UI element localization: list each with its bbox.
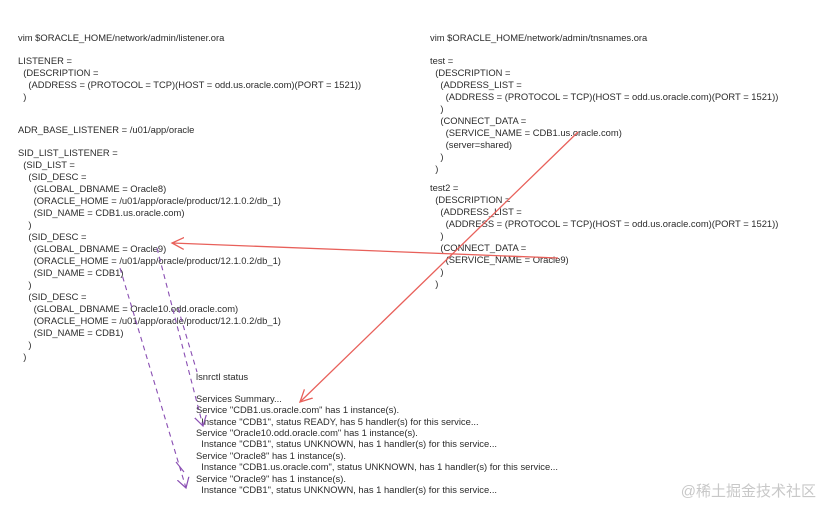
code-line: (ORACLE_HOME = /u01/app/oracle/product/1… [18,195,281,206]
code-line: ) [18,351,27,362]
code-line: (GLOBAL_DBNAME = Oracle8) [18,183,167,194]
code-line: ) [18,339,32,350]
code-line: ) [430,163,439,174]
listener-ora-command: vim $ORACLE_HOME/network/admin/listener.… [18,32,225,43]
code-line: (SID_DESC = [18,231,87,242]
status-line: Instance "CDB1.us.oracle.com", status UN… [196,461,558,472]
dashed-link-oracle8 [119,267,186,488]
code-line: (ADDRESS_LIST = [430,79,522,90]
code-line: (SERVICE_NAME = Oracle9) [430,254,569,265]
code-line: ) [430,266,444,277]
code-line: (GLOBAL_DBNAME = Oracle10.odd.oracle.com… [18,303,239,314]
code-line: (SERVICE_NAME = CDB1.us.oracle.com) [430,127,622,138]
code-line: (SID_DESC = [18,291,87,302]
code-line: ) [18,91,27,102]
code-line: (GLOBAL_DBNAME = Oracle9) [18,243,167,254]
status-line: Services Summary... [196,393,282,404]
code-line: test2 = [430,182,459,193]
code-line: (ADDRESS = (PROTOCOL = TCP)(HOST = odd.u… [430,218,779,229]
status-line: Instance "CDB1", status READY, has 5 han… [196,416,479,427]
code-line: (DESCRIPTION = [430,194,511,205]
status-line: Service "Oracle8" has 1 instance(s). [196,450,346,461]
code-line: LISTENER = [18,55,72,66]
code-line: ) [430,151,444,162]
code-line: ) [430,278,439,289]
status-line: Instance "CDB1", status UNKNOWN, has 1 h… [196,438,498,449]
code-line: ) [430,230,444,241]
code-line: SID_LIST_LISTENER = [18,147,118,158]
code-line: (ADDRESS = (PROTOCOL = TCP)(HOST = odd.u… [430,91,779,102]
code-line: ADR_BASE_LISTENER = /u01/app/oracle [18,124,195,135]
dashed-link-oracle8-hook [175,461,185,473]
status-line: Service "Oracle10.odd.oracle.com" has 1 … [196,427,418,438]
code-line: test = [430,55,454,66]
code-line: (CONNECT_DATA = [430,242,527,253]
code-line: ) [18,279,32,290]
lsnrctl-command: lsnrctl status [196,371,249,382]
tnsnames-ora-command: vim $ORACLE_HOME/network/admin/tnsnames.… [430,32,648,43]
status-line: Service "Oracle9" has 1 instance(s). [196,473,346,484]
code-line: (SID_LIST = [18,159,75,170]
code-line: (ADDRESS_LIST = [430,206,522,217]
watermark-text: @稀土掘金技术社区 [680,483,816,500]
code-line: (ORACLE_HOME = /u01/app/oracle/product/1… [18,255,281,266]
code-line: (ORACLE_HOME = /u01/app/oracle/product/1… [18,315,281,326]
code-line: ) [18,219,32,230]
code-line: (DESCRIPTION = [18,67,99,78]
code-line: (CONNECT_DATA = [430,115,527,126]
code-line: (SID_DESC = [18,171,87,182]
status-line: Instance "CDB1", status UNKNOWN, has 1 h… [196,484,498,495]
code-line: ) [430,103,444,114]
code-line: (server=shared) [430,139,513,150]
code-line: (SID_NAME = CDB1) [18,327,124,338]
code-line: (SID_NAME = CDB1.us.oracle.com) [18,207,185,218]
status-line: Service "CDB1.us.oracle.com" has 1 insta… [196,404,400,415]
code-line: (DESCRIPTION = [430,67,511,78]
code-line: (ADDRESS = (PROTOCOL = TCP)(HOST = odd.u… [18,79,362,90]
code-line: (SID_NAME = CDB1) [18,267,124,278]
